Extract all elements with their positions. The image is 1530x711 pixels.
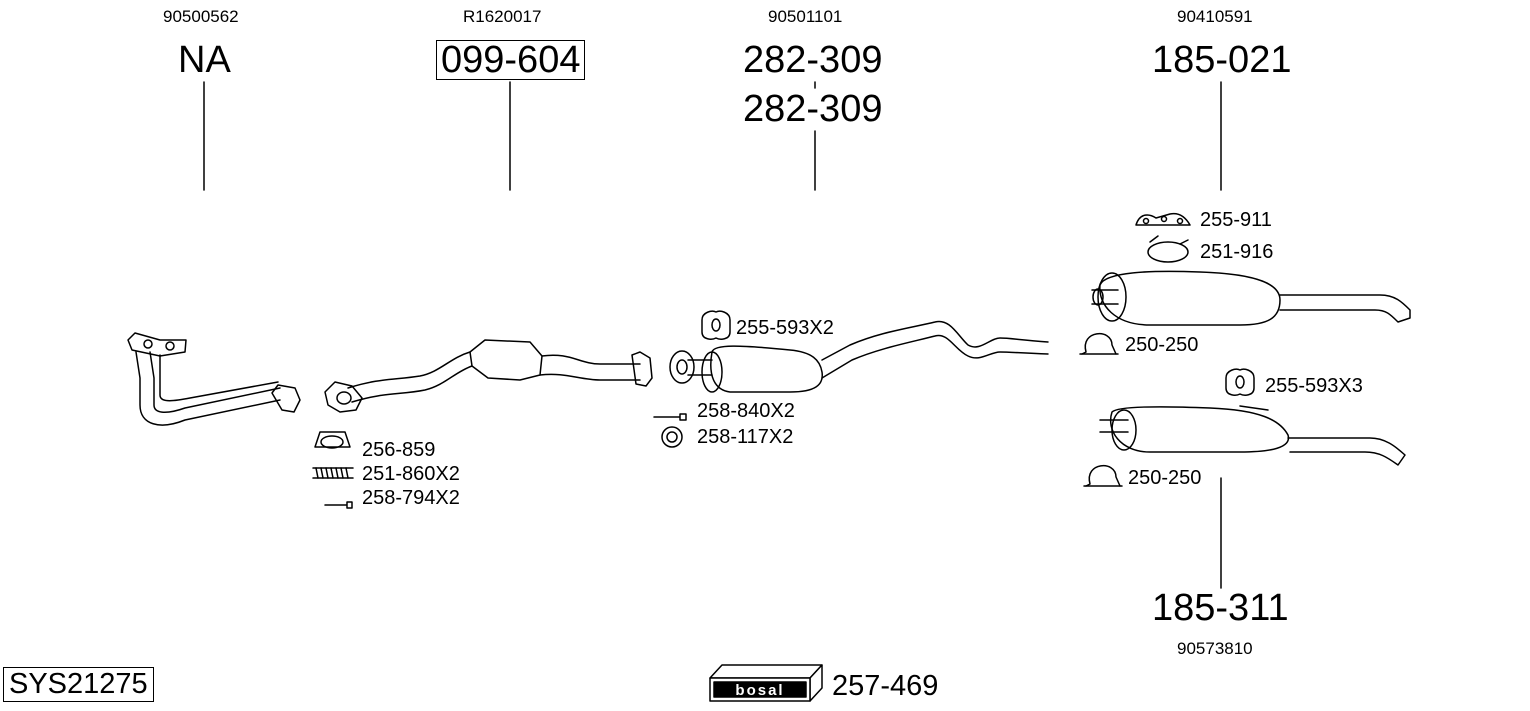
spring-icon: [312, 467, 354, 479]
system-code: SYS21275: [3, 667, 154, 702]
ref-number-2: R1620017: [463, 7, 542, 26]
rubber-mount-icon: [701, 310, 731, 340]
rubber-mount-icon-2: [1225, 368, 1255, 396]
accessory-label[interactable]: 255-911: [1200, 209, 1272, 231]
u-clamp-icon: [1079, 332, 1119, 355]
rear-silencer-2-drawing[interactable]: [1099, 405, 1406, 466]
ref-number-4: 90410591: [1177, 7, 1253, 26]
part-number-4[interactable]: 185-021: [1152, 39, 1292, 81]
hanger-bracket-icon: [1135, 212, 1191, 226]
accessory-label[interactable]: 251-860X2: [362, 463, 460, 485]
accessory-label[interactable]: 250-250: [1125, 334, 1199, 356]
bolt-icon: [324, 501, 353, 509]
logo-part-number[interactable]: 257-469: [832, 670, 939, 702]
rear-silencer-1-drawing[interactable]: [1091, 270, 1411, 326]
part-number-1[interactable]: NA: [178, 39, 231, 81]
accessory-label[interactable]: 256-859: [362, 439, 436, 461]
part-number-5[interactable]: 185-311: [1152, 587, 1289, 629]
ref-number-3: 90501101: [768, 7, 843, 26]
u-clamp-icon-2: [1083, 464, 1123, 487]
ref-number-1: 90500562: [163, 7, 239, 26]
accessory-label[interactable]: 258-117X2: [697, 426, 794, 448]
accessory-label[interactable]: 251-916: [1200, 241, 1274, 263]
accessory-label[interactable]: 250-250: [1128, 467, 1202, 489]
front-pipe-drawing[interactable]: [127, 332, 301, 426]
bosal-logo: [709, 664, 823, 702]
washer-icon: [661, 426, 683, 448]
middle-silencer-drawing[interactable]: [669, 320, 1049, 393]
part-number-3-alt[interactable]: 282-309: [743, 88, 883, 130]
gasket-icon: [314, 431, 351, 449]
catalytic-converter-drawing[interactable]: [324, 339, 653, 413]
accessory-label[interactable]: 255-593X3: [1265, 375, 1363, 397]
accessory-label[interactable]: 258-794X2: [362, 487, 460, 509]
bolt-icon-2: [653, 413, 687, 421]
accessory-label[interactable]: 258-840X2: [697, 400, 795, 422]
clamp-icon: [1147, 235, 1189, 263]
ref-number-5: 90573810: [1177, 639, 1253, 658]
bosal-logo-text: bosal: [735, 682, 784, 699]
accessory-label[interactable]: 255-593X2: [736, 317, 834, 339]
part-number-3[interactable]: 282-309: [743, 39, 883, 81]
part-number-2[interactable]: 099-604: [436, 40, 586, 80]
